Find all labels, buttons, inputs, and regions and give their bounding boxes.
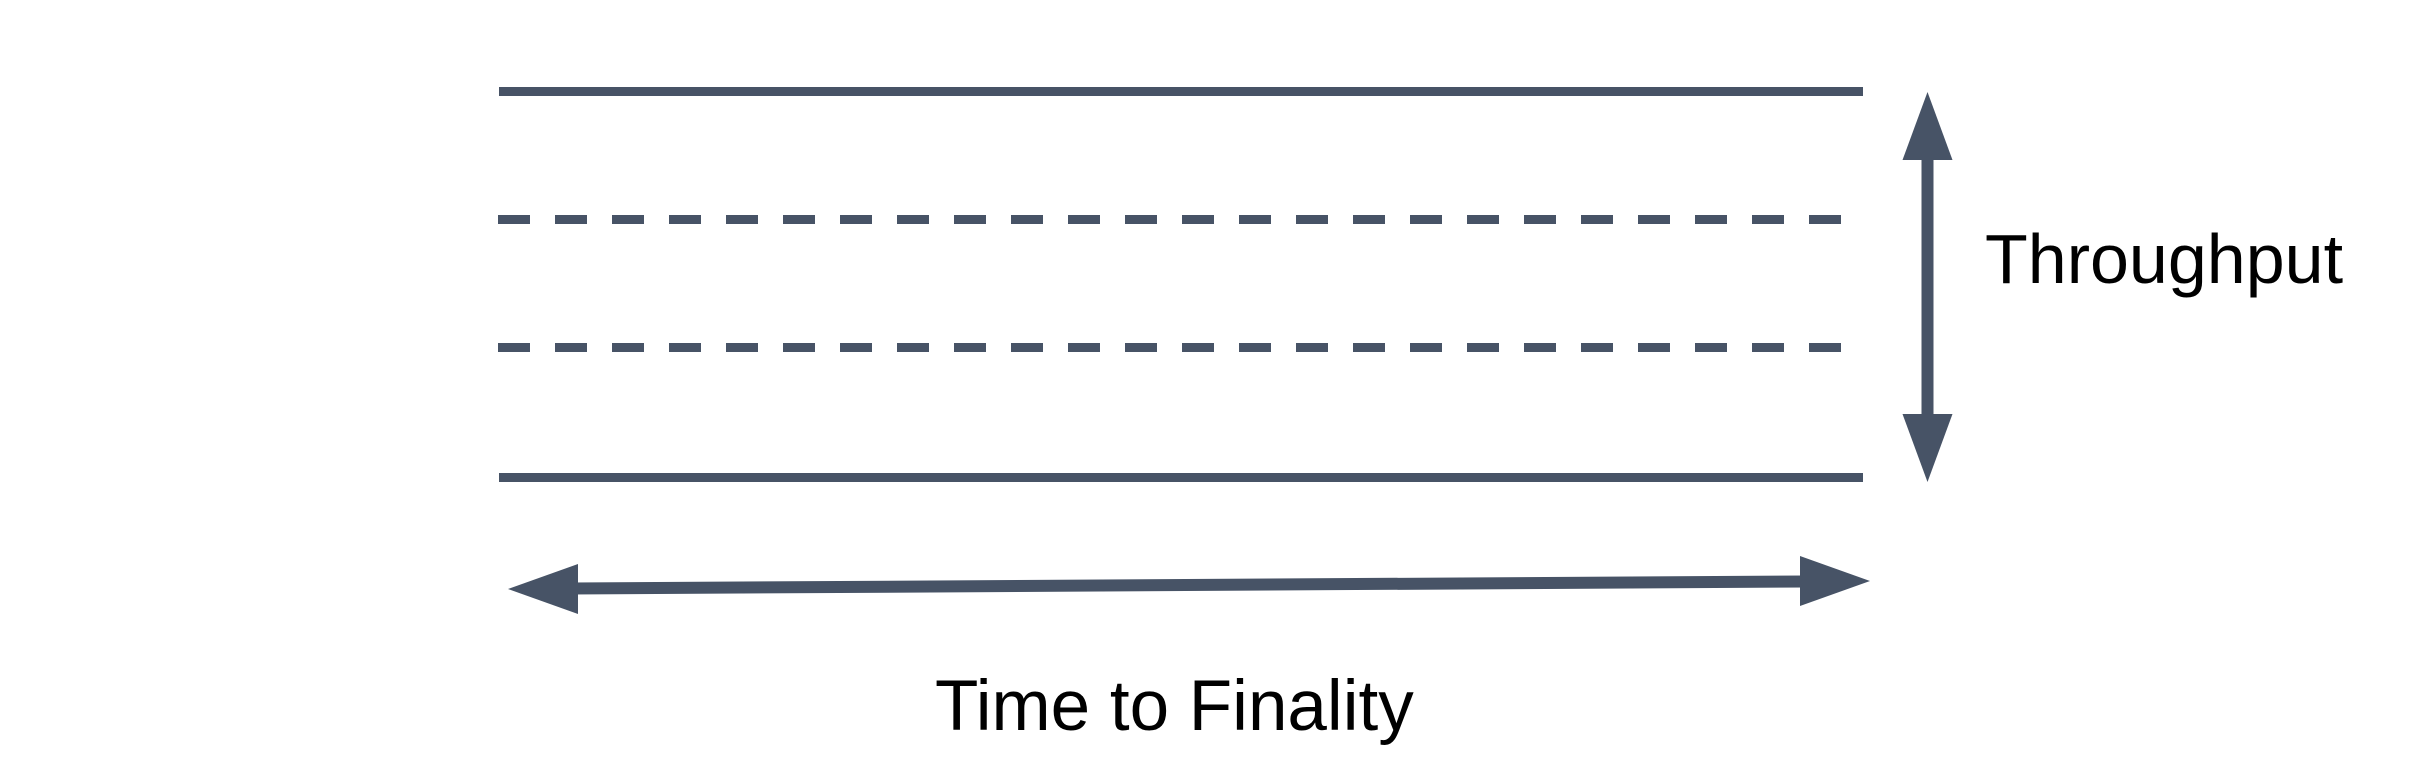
- arrowhead-up-icon: [1902, 92, 1953, 160]
- time-to-finality-range-arrow: [508, 556, 1870, 614]
- arrowhead-left-icon: [508, 564, 578, 614]
- throughput-label: Throughput: [1985, 220, 2343, 298]
- time-to-finality-arrow-shaft: [569, 575, 1807, 595]
- arrowhead-right-icon: [1800, 556, 1870, 606]
- lane-lines: [498, 87, 1863, 482]
- arrowhead-down-icon: [1902, 414, 1953, 482]
- time-to-finality-label: Time to Finality: [935, 667, 1414, 746]
- throughput-range-arrow: [1902, 92, 1953, 482]
